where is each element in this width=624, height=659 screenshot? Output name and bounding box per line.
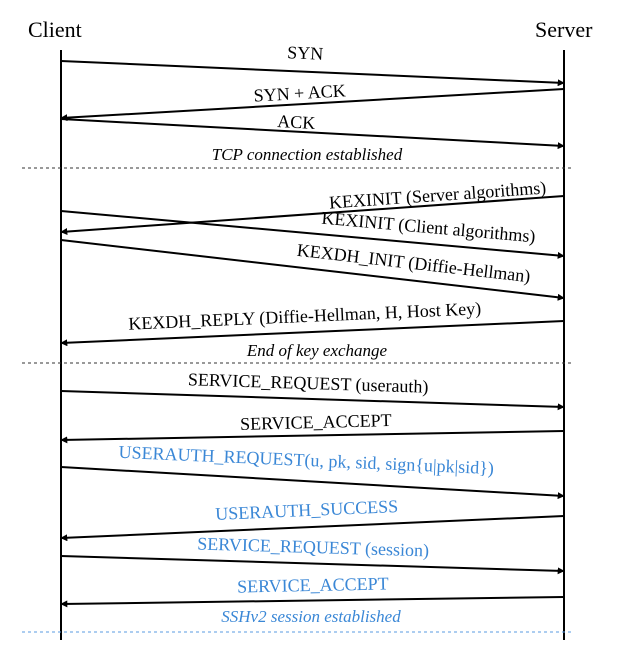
message-label: KEXINIT (Client algorithms) — [321, 208, 537, 248]
arrow — [60, 60, 565, 87]
arrow — [60, 239, 565, 301]
arrow — [60, 596, 565, 608]
message-service-accept: SERVICE_ACCEPT — [60, 410, 565, 444]
arrow — [60, 390, 565, 411]
message-label: SYN — [287, 42, 324, 64]
note-tcp-established: TCP connection established — [212, 145, 403, 164]
note-session-established: SSHv2 session established — [221, 607, 401, 626]
arrow — [60, 515, 565, 542]
arrow — [60, 195, 565, 236]
arrow — [60, 555, 565, 575]
message-userauth-request: USERAUTH_REQUEST(u, pk, sid, sign{u|pk|s… — [60, 442, 565, 500]
message-kexdh-reply: KEXDH_REPLY (Diffie-Hellman, H, Host Key… — [60, 298, 565, 347]
message-syn: SYN — [60, 42, 565, 87]
arrow — [60, 88, 565, 122]
arrow — [60, 430, 565, 444]
message-label: KEXDH_REPLY (Diffie-Hellman, H, Host Key… — [128, 298, 482, 334]
server-label: Server — [535, 17, 593, 42]
message-service-accept-session: SERVICE_ACCEPT — [60, 573, 565, 608]
message-label: USERAUTH_SUCCESS — [215, 496, 399, 524]
client-label: Client — [28, 17, 82, 42]
arrow — [60, 118, 565, 150]
note-key-exchange-end: End of key exchange — [246, 341, 388, 360]
arrow — [60, 210, 565, 259]
message-label: KEXINIT (Server algorithms) — [328, 177, 547, 213]
message-label: SERVICE_REQUEST (userauth) — [188, 369, 429, 398]
message-label: SERVICE_ACCEPT — [237, 573, 389, 596]
message-label: ACK — [277, 111, 316, 133]
message-ack: ACK — [60, 111, 565, 150]
message-service-request-session: SERVICE_REQUEST (session) — [60, 534, 565, 575]
message-userauth-success: USERAUTH_SUCCESS — [60, 496, 565, 542]
message-service-request-userauth: SERVICE_REQUEST (userauth) — [60, 369, 565, 411]
arrow — [60, 320, 565, 347]
message-label: SERVICE_ACCEPT — [240, 410, 392, 434]
message-label: SERVICE_REQUEST (session) — [197, 534, 429, 562]
arrow — [60, 466, 565, 500]
